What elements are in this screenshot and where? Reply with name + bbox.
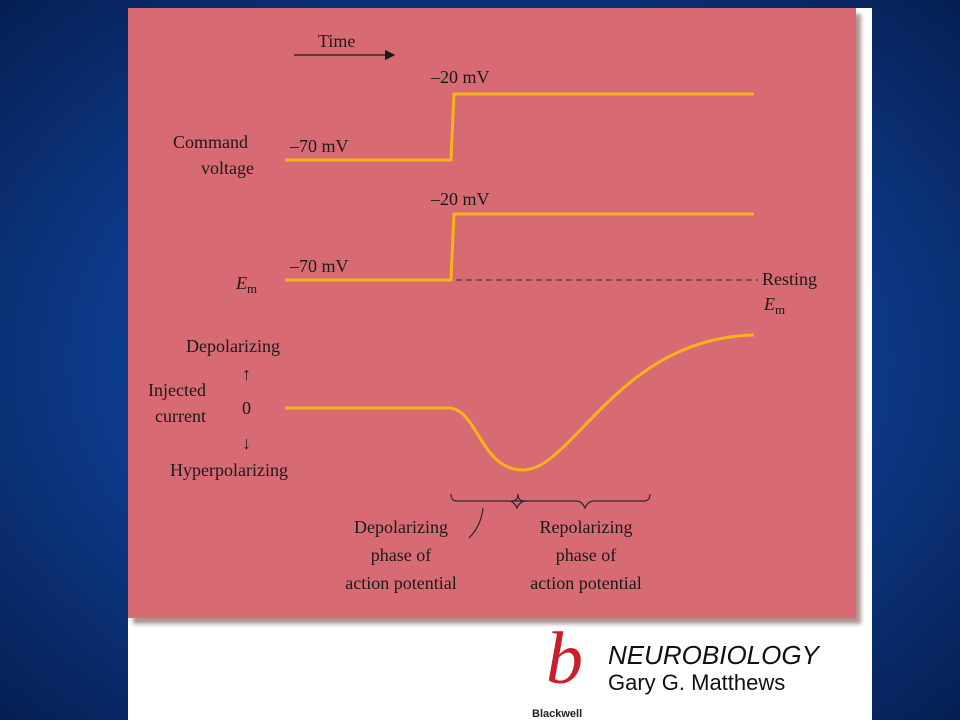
repolarizing-phase-label-3: action potential [530,573,641,593]
depolarizing-phase-label-3: action potential [345,573,456,593]
depolarizing-label: Depolarizing [186,336,280,356]
publisher-logo-icon: b [546,618,583,700]
down-arrow-icon: ↓ [242,433,251,453]
depolarizing-phase-brace [450,493,527,510]
command-voltage-label-2: voltage [201,158,254,178]
repolarizing-phase-brace [517,493,651,510]
repolarizing-phase-label-2: phase of [556,545,616,565]
hyperpolarizing-label: Hyperpolarizing [170,460,288,480]
injected-label-2: current [155,406,206,426]
up-arrow-icon: ↑ [242,364,251,384]
command-voltage-low-label: –70 mV [289,136,349,156]
em-high-label: –20 mV [430,189,490,209]
resting-em-label: Em [763,294,785,317]
resting-label: Resting [762,269,817,289]
command-voltage-high-label: –20 mV [430,67,490,87]
command-voltage-trace [285,92,754,162]
voltage-clamp-diagram: Time Command voltage –70 mV –20 mV Em –7… [148,31,817,593]
depolarizing-phase-label-2: phase of [371,545,431,565]
book-title: NEUROBIOLOGY [608,640,819,670]
publisher-logo-word: Blackwell [532,708,583,720]
em-low-label: –70 mV [289,256,349,276]
zero-label: 0 [242,398,251,418]
em-trace [285,212,754,282]
injected-current-trace [285,333,755,472]
time-label: Time [318,31,355,51]
slide-frame: Time Command voltage –70 mV –20 mV Em –7… [128,8,872,720]
depolarizing-phase-label-1: Depolarizing [354,517,448,537]
diagram-panel [128,8,856,618]
repolarizing-phase-label-1: Repolarizing [540,517,633,537]
em-label: Em [235,273,257,296]
command-voltage-label-1: Command [173,132,248,152]
injected-label-1: Injected [148,380,206,400]
book-author: Gary G. Matthews [608,670,786,695]
phase-brace-connector [468,507,484,539]
depolarizing-phase-brace-right [511,493,519,502]
